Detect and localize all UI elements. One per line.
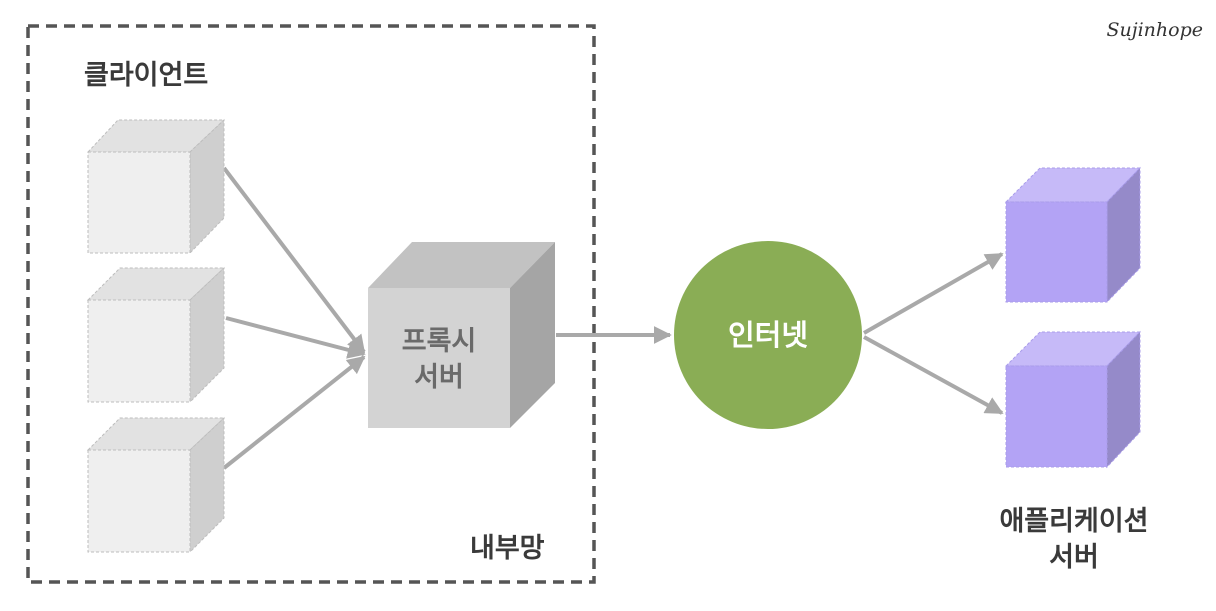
internet-label: 인터넷 xyxy=(728,318,808,352)
proxy-server-label-line2: 서버 xyxy=(414,362,464,393)
app-server-cube-1 xyxy=(1004,166,1142,304)
internal-network-boundary xyxy=(26,24,596,584)
arrow-client1-to-proxy xyxy=(222,166,366,354)
app-server-cube-2 xyxy=(1004,330,1142,469)
app-server-label-line1: 애플리케이션 xyxy=(999,506,1148,537)
arrow-client2-to-proxy xyxy=(225,316,366,359)
internal-network-label: 내부망 xyxy=(470,533,545,564)
proxy-server-cube xyxy=(368,242,555,428)
arrow-client3-to-proxy xyxy=(222,355,366,470)
client-cube-3 xyxy=(86,416,226,554)
internet-node xyxy=(674,241,862,429)
clients-label: 클라이언트 xyxy=(84,60,208,91)
client-cube-2 xyxy=(86,266,226,404)
arrow-internet-to-server2 xyxy=(863,335,1004,415)
arrow-internet-to-server1 xyxy=(863,252,1004,335)
watermark-signature: Sujinhope xyxy=(1106,19,1203,41)
proxy-server-label-line1: 프록시 xyxy=(402,326,477,357)
client-cube-1 xyxy=(86,118,226,255)
app-server-label-line2: 서버 xyxy=(1049,542,1099,573)
